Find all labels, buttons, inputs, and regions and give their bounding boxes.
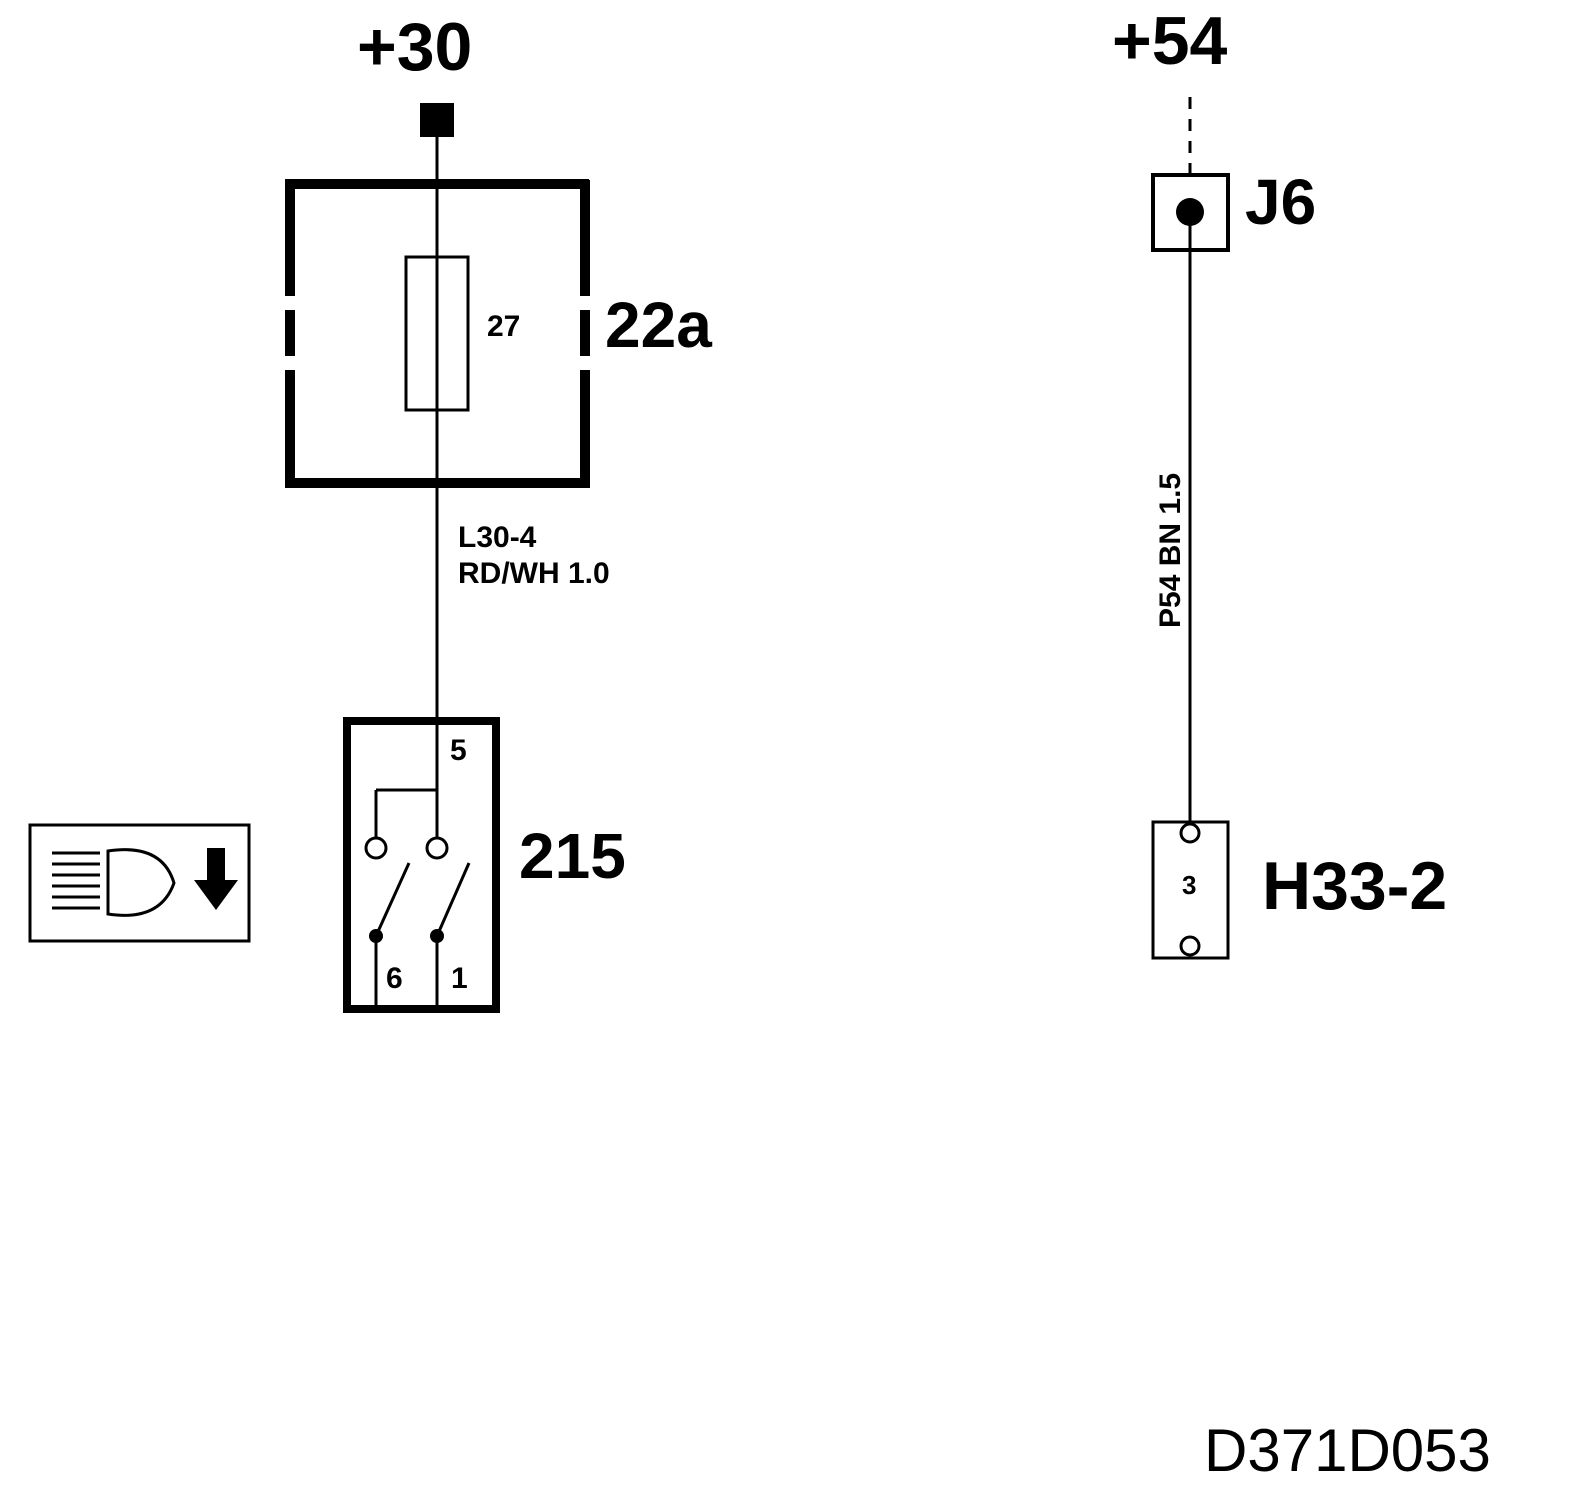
switch-label: 215	[519, 820, 626, 892]
supply-label-54: +54	[1112, 3, 1228, 79]
fuse-box-22a	[285, 179, 590, 488]
wire-spec-label: RD/WH 1.0	[458, 557, 610, 590]
diagram-reference: D371D053	[1204, 1417, 1491, 1484]
supply-label-30: +30	[357, 9, 472, 85]
switch-pin-6: 6	[386, 962, 403, 995]
wire-id-label: L30-4	[458, 521, 537, 554]
fuse-box-label: 22a	[605, 289, 712, 361]
switch-pin-5: 5	[450, 734, 467, 767]
connector-pin: 3	[1182, 870, 1196, 900]
connector-label: H33-2	[1262, 848, 1447, 924]
supply-terminal-30	[420, 103, 454, 137]
fuse-number: 27	[487, 310, 520, 343]
switch-215	[343, 717, 500, 1013]
fuse-27	[404, 255, 470, 412]
headlamp-leveling-down-icon	[28, 823, 251, 943]
connector-h33-2	[1151, 820, 1230, 960]
junction-label: J6	[1245, 166, 1316, 238]
wire-p54-label: P54 BN 1.5	[1154, 473, 1187, 628]
switch-pin-1: 1	[451, 962, 468, 995]
